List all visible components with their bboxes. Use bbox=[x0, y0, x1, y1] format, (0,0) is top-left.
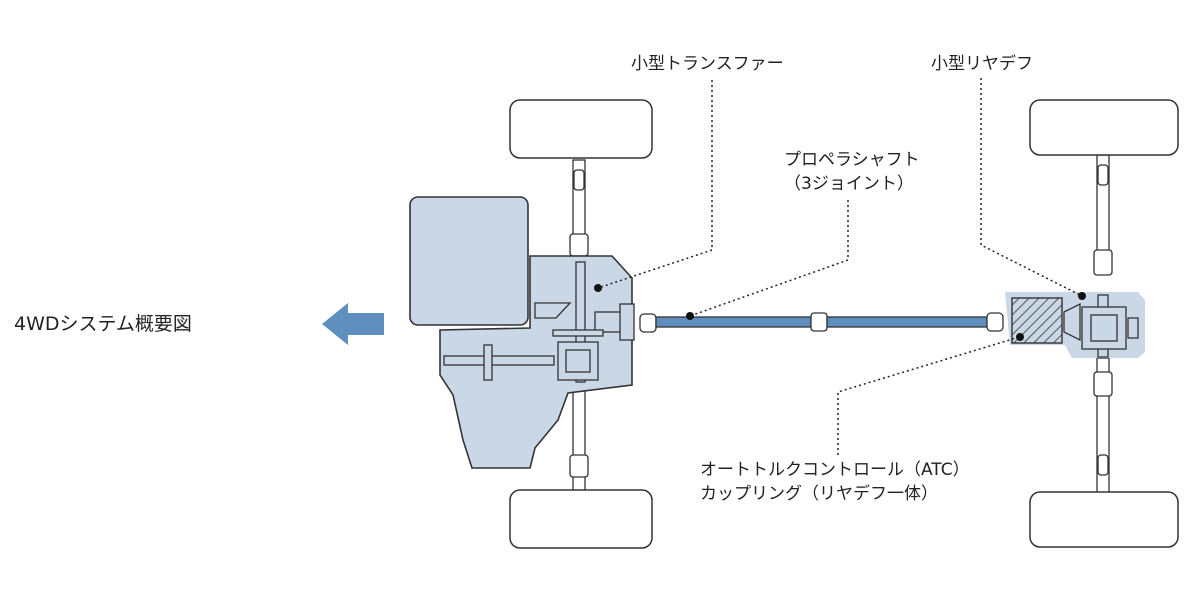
rear-diff-internals bbox=[1063, 294, 1139, 358]
atc-coupling-label-line1: オートトルクコントロール（ATC） bbox=[700, 460, 970, 480]
propeller-shaft-label: プロペラシャフト （3ジョイント） bbox=[784, 148, 920, 196]
transmission-internals bbox=[443, 261, 635, 383]
transfer-label: 小型トランスファー bbox=[631, 54, 784, 74]
front-right-tire bbox=[509, 489, 653, 549]
front-axle bbox=[569, 159, 589, 494]
leader-dots bbox=[594, 284, 1086, 341]
forward-arrow-icon bbox=[322, 303, 384, 345]
propeller-shaft bbox=[639, 312, 1004, 333]
rear-left-tire bbox=[1029, 99, 1179, 156]
atc-coupling-label-line2: カップリング（リヤデフ一体） bbox=[700, 484, 938, 504]
atc-coupling-label: オートトルクコントロール（ATC） カップリング（リヤデフ一体） bbox=[700, 458, 970, 506]
rear-axle bbox=[1093, 154, 1113, 499]
propeller-shaft-label-line2: （3ジョイント） bbox=[784, 174, 914, 194]
engine-block bbox=[409, 196, 529, 326]
propeller-shaft-label-line1: プロペラシャフト bbox=[784, 150, 920, 170]
rear-right-tire bbox=[1029, 491, 1179, 548]
diagram-title: 4WDシステム概要図 bbox=[14, 313, 192, 335]
leader-lines bbox=[597, 78, 1083, 455]
front-left-tire bbox=[509, 99, 653, 159]
rear-diff-label: 小型リヤデフ bbox=[931, 54, 1033, 74]
